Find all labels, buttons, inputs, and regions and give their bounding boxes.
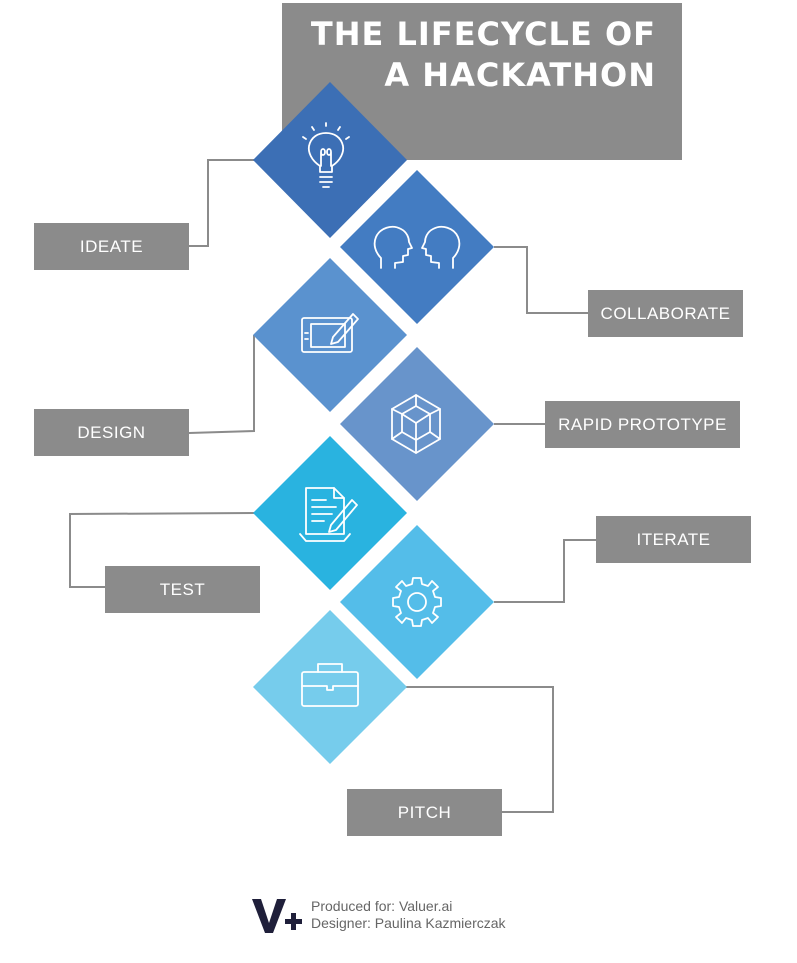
- cube-icon: [391, 394, 441, 454]
- label-test: TEST: [105, 566, 260, 613]
- produced-for-text: Produced for: Valuer.ai: [311, 898, 453, 914]
- connector-collaborate: [494, 246, 590, 314]
- diamond-test: [253, 436, 407, 590]
- diamond-ideate: [253, 82, 407, 238]
- connector-ideate: [189, 159, 254, 247]
- diamond-iterate: [340, 525, 494, 679]
- connectors: [69, 159, 597, 813]
- designer-text: Designer: Paulina Kazmierczak: [311, 915, 506, 931]
- label-iterate: ITERATE: [596, 516, 751, 563]
- briefcase-icon: [301, 663, 359, 707]
- footer-credits: Produced for: Valuer.ai Designer: Paulin…: [311, 898, 571, 932]
- title-line-1: THE LIFECYCLE OF: [310, 15, 656, 53]
- label-pitch: PITCH: [347, 789, 502, 836]
- diamond-collaborate: [340, 170, 494, 324]
- connector-design: [188, 335, 255, 434]
- valuer-logo: [252, 899, 302, 933]
- label-collaborate: COLLABORATE: [588, 290, 743, 337]
- diamond-rapid-prototype: [340, 347, 494, 501]
- document-pen-icon: [299, 487, 358, 542]
- gear-icon: [392, 577, 442, 627]
- connector-pitch: [406, 686, 554, 813]
- label-rapid-prototype: RAPID PROTOTYPE: [545, 401, 740, 448]
- connector-iterate: [494, 539, 597, 603]
- connector-test: [69, 512, 255, 588]
- label-ideate: IDEATE: [34, 223, 189, 270]
- two-heads-icon: [373, 225, 461, 269]
- drawing-tablet-icon: [301, 313, 359, 353]
- diamond-design: [253, 258, 407, 412]
- diamond-pitch: [253, 610, 407, 764]
- lightbulb-icon: [302, 122, 350, 188]
- label-design: DESIGN: [34, 409, 189, 456]
- title-line-2: A HACKATHON: [384, 56, 656, 94]
